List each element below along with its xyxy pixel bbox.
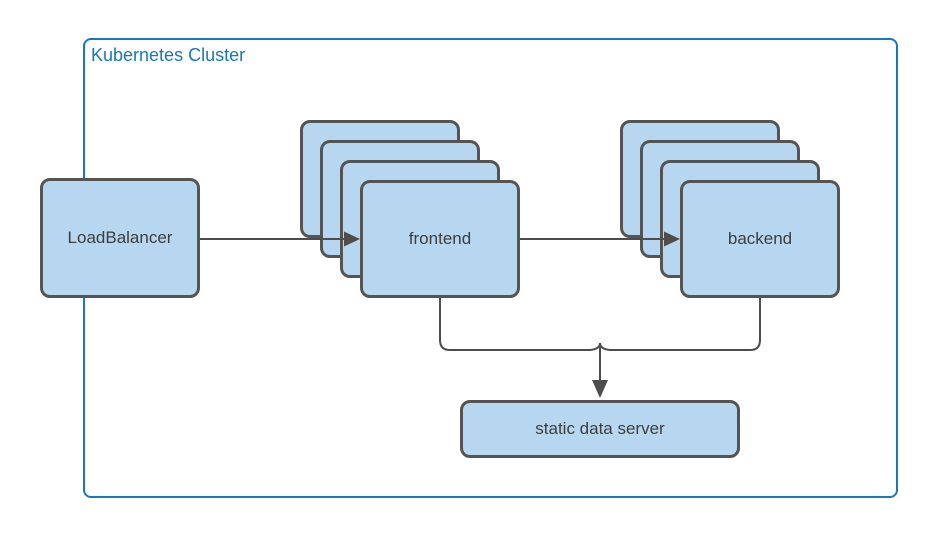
- node-frontend: frontend: [360, 180, 520, 298]
- kubernetes-cluster-label: Kubernetes Cluster: [91, 45, 246, 65]
- node-load-balancer-label: LoadBalancer: [67, 228, 173, 247]
- node-backend: backend: [680, 180, 840, 298]
- node-frontend-label: frontend: [408, 229, 472, 248]
- node-static-data-server: static data server: [460, 400, 740, 458]
- node-load-balancer: LoadBalancer: [40, 178, 200, 298]
- node-static-data-server-label: static data server: [535, 419, 665, 438]
- node-backend-label: backend: [727, 229, 793, 248]
